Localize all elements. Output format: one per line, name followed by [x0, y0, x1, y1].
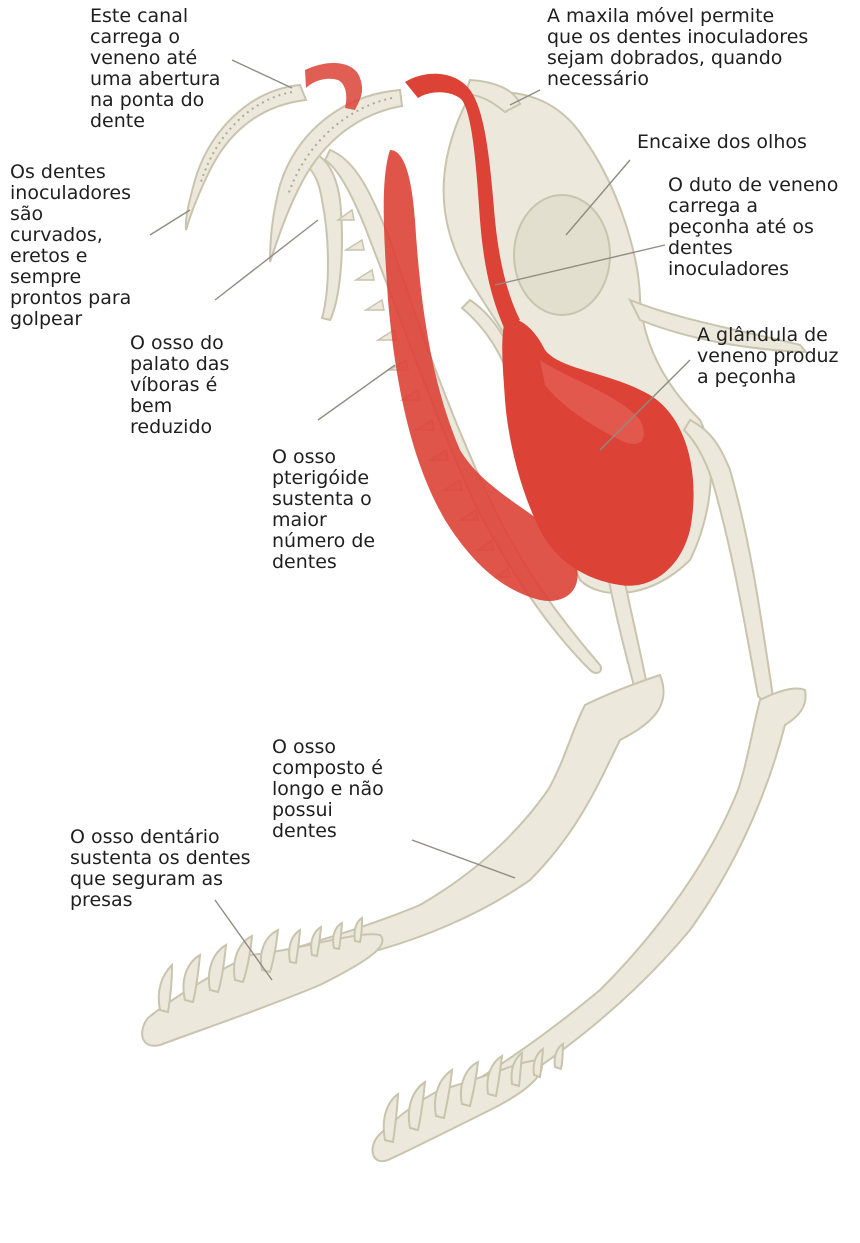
leader-dentes-inoculadores — [150, 210, 190, 235]
leader-palato — [215, 220, 318, 300]
label-dentario: O osso dentário sustenta os dentes que s… — [70, 827, 251, 911]
label-palato: O osso do palato das víboras é bem reduz… — [130, 333, 229, 438]
compound-bone-right — [442, 688, 806, 1118]
label-canal: Este canal carrega o veneno até uma aber… — [90, 6, 220, 132]
venom-duct-left — [305, 63, 362, 110]
label-dentes-inoculadores: Os dentes inoculadores são curvados, ere… — [10, 162, 131, 330]
label-composto: O osso composto é longo e não possui den… — [272, 737, 384, 842]
label-pterigoide: O osso pterigóide sustenta o maior númer… — [272, 447, 375, 573]
dentary-right-teeth — [384, 1044, 563, 1142]
label-duto: O duto de veneno carrega a peçonha até o… — [668, 175, 838, 280]
leader-canal — [232, 60, 292, 88]
label-encaixe: Encaixe dos olhos — [637, 132, 807, 153]
label-maxila: A maxila móvel permite que os dentes ino… — [547, 6, 808, 90]
label-glandula: A glândula de veneno produz a peçonha — [697, 325, 839, 388]
leader-pterigoide — [318, 365, 395, 420]
eye-socket — [514, 195, 610, 315]
